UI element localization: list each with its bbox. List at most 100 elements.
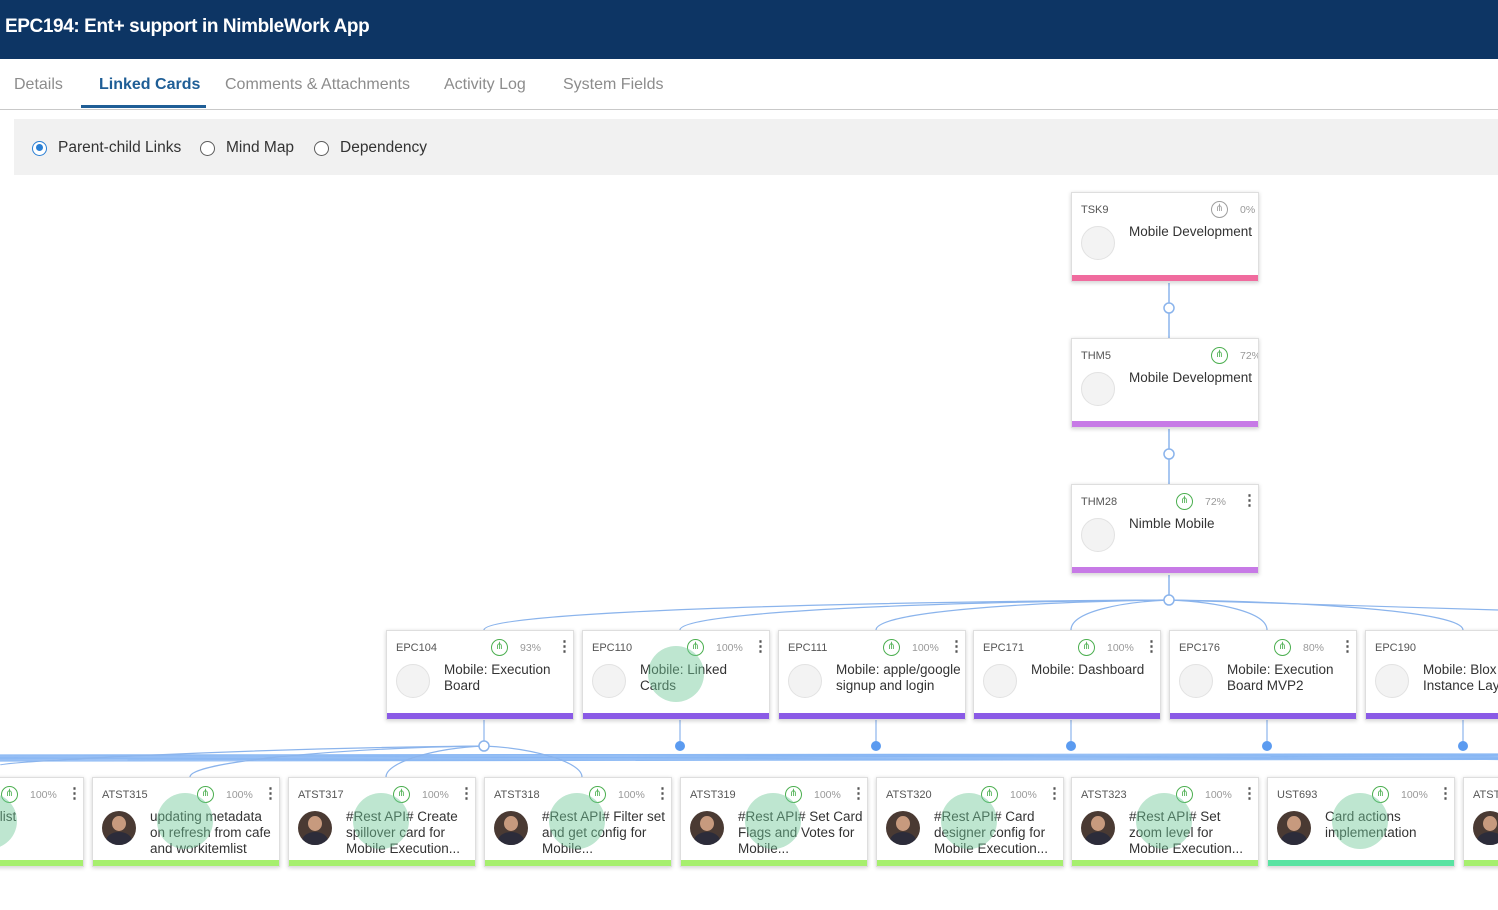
linked-card[interactable]: EPC176⋔80%⋮Mobile: Execution Board MVP2 [1169,630,1357,720]
more-options-icon[interactable]: ⋮ [753,638,768,655]
card-title: Mobile: apple/google signup and login [836,662,961,693]
linked-card[interactable]: ⋔100%⋮Project list [0,777,84,867]
progress-percent: 100% [618,789,645,801]
more-options-icon[interactable]: ⋮ [655,785,670,802]
linked-card[interactable]: EPC190⋔Mobile: Blox Instance Layo [1365,630,1498,720]
more-options-icon[interactable]: ⋮ [1242,785,1257,802]
hierarchy-icon[interactable]: ⋔ [1,786,18,803]
hierarchy-icon[interactable]: ⋔ [981,786,998,803]
drag-handle-overlay[interactable] [941,793,997,849]
view-options-bar: Parent-child Links Mind Map Dependency [14,119,1498,175]
linked-card[interactable]: EPC171⋔100%⋮Mobile: Dashboard [973,630,1161,720]
hierarchy-icon[interactable]: ⋔ [1274,639,1291,656]
linked-card[interactable]: THM28⋔72%⋮Nimble Mobile [1071,484,1259,574]
more-options-icon[interactable]: ⋮ [1340,638,1355,655]
avatar [983,664,1017,698]
card-type-bar [1072,275,1258,281]
linked-card[interactable]: ATST⋔ [1463,777,1498,867]
hierarchy-icon[interactable]: ⋔ [1176,786,1193,803]
card-type-bar [1366,713,1498,719]
radio-selected-icon [32,140,47,156]
linked-card[interactable]: ATST320⋔100%⋮#Rest API# Card designer co… [876,777,1064,867]
card-type-bar [779,713,965,719]
hierarchy-icon[interactable]: ⋔ [491,639,508,656]
more-options-icon[interactable]: ⋮ [557,638,572,655]
connector-lines [0,283,1498,778]
hierarchy-icon[interactable]: ⋔ [1176,493,1193,510]
avatar [592,664,626,698]
linked-card[interactable]: UST693⋔100%⋮Card actions implementation [1267,777,1455,867]
card-type-bar [0,860,83,866]
card-id: EPC110 [592,642,633,654]
card-title: Mobile: Linked Cards [640,662,728,693]
hierarchy-icon[interactable]: ⋔ [785,786,802,803]
drag-handle-overlay[interactable] [1332,793,1388,849]
card-title: Mobile: Dashboard [1031,662,1145,677]
linked-card[interactable]: ATST315⋔100%⋮updating metadata on refres… [92,777,280,867]
hierarchy-icon[interactable]: ⋔ [1211,201,1228,218]
more-options-icon[interactable]: ⋮ [263,785,278,802]
header-bar: EPC194: Ent+ support in NimbleWork App [0,0,1498,59]
card-title: #Rest API# Set zoom level for Mobile Exe… [1129,809,1244,856]
more-options-icon[interactable]: ⋮ [1242,492,1257,509]
drag-handle-overlay[interactable] [157,793,213,849]
linked-card[interactable]: EPC110⋔100%⋮Mobile: Linked Cards [582,630,770,720]
drag-handle-overlay[interactable] [353,793,409,849]
tab-activity-log[interactable]: Activity Log [444,76,526,93]
avatar [494,811,528,845]
more-options-icon[interactable]: ⋮ [1144,638,1159,655]
more-options-icon[interactable]: ⋮ [67,785,82,802]
card-id: EPC190 [1375,642,1416,654]
hierarchy-icon[interactable]: ⋔ [1372,786,1389,803]
hierarchy-icon[interactable]: ⋔ [197,786,214,803]
linked-card[interactable]: THM5⋔72%Mobile Development [1071,338,1259,428]
tab-details[interactable]: Details [14,76,63,93]
more-options-icon[interactable]: ⋮ [949,638,964,655]
hierarchy-icon[interactable]: ⋔ [1211,347,1228,364]
tab-comments-attachments[interactable]: Comments & Attachments [225,76,410,93]
linked-card[interactable]: TSK9⋔0%Mobile Development [1071,192,1259,282]
avatar [1081,372,1115,406]
more-options-icon[interactable]: ⋮ [851,785,866,802]
hierarchy-icon[interactable]: ⋔ [589,786,606,803]
tab-linked-cards[interactable]: Linked Cards [99,76,201,93]
hierarchy-icon[interactable]: ⋔ [687,639,704,656]
hierarchy-icon[interactable]: ⋔ [883,639,900,656]
radio-unselected-icon [314,140,329,156]
linked-card[interactable]: ATST318⋔100%⋮#Rest API# Filter set and g… [484,777,672,867]
more-options-icon[interactable]: ⋮ [459,785,474,802]
radio-label: Dependency [340,139,428,156]
hierarchy-icon[interactable]: ⋔ [393,786,410,803]
card-type-bar [1072,567,1258,573]
linked-card[interactable]: ATST323⋔100%⋮#Rest API# Set zoom level f… [1071,777,1259,867]
more-options-icon[interactable]: ⋮ [1438,785,1453,802]
card-title: Mobile: Execution Board [444,662,551,693]
drag-handle-overlay[interactable] [0,793,17,849]
card-title: #Rest API# Set Card Flags and Votes for … [738,809,863,856]
avatar [396,664,430,698]
avatar [1473,811,1498,845]
drag-handle-overlay[interactable] [549,793,605,849]
tab-system-fields[interactable]: System Fields [563,76,664,93]
card-id: ATST317 [298,789,344,801]
progress-percent: 0% [1240,204,1256,216]
drag-handle-overlay[interactable] [648,646,704,702]
linked-card[interactable]: EPC111⋔100%⋮Mobile: apple/google signup … [778,630,966,720]
radio-dependency[interactable]: Dependency [314,138,427,158]
linked-card[interactable]: EPC104⋔93%⋮Mobile: Execution Board [386,630,574,720]
radio-parent-child-links[interactable]: Parent-child Links [32,138,181,158]
drag-handle-overlay[interactable] [745,793,801,849]
drag-handle-overlay[interactable] [1136,793,1192,849]
more-options-icon[interactable]: ⋮ [1047,785,1062,802]
progress-percent: 100% [422,789,449,801]
linked-card[interactable]: ATST319⋔100%⋮#Rest API# Set Card Flags a… [680,777,868,867]
card-title: #Rest API# Card designer config for Mobi… [934,809,1049,856]
radio-mind-map[interactable]: Mind Map [200,138,294,158]
progress-percent: 93% [520,642,542,654]
linked-card[interactable]: ATST317⋔100%⋮#Rest API# Create spillover… [288,777,476,867]
progress-percent: 100% [1010,789,1037,801]
hierarchy-icon[interactable]: ⋔ [1078,639,1095,656]
card-id: ATST315 [102,789,148,801]
card-title: Mobile Development [1129,370,1253,385]
